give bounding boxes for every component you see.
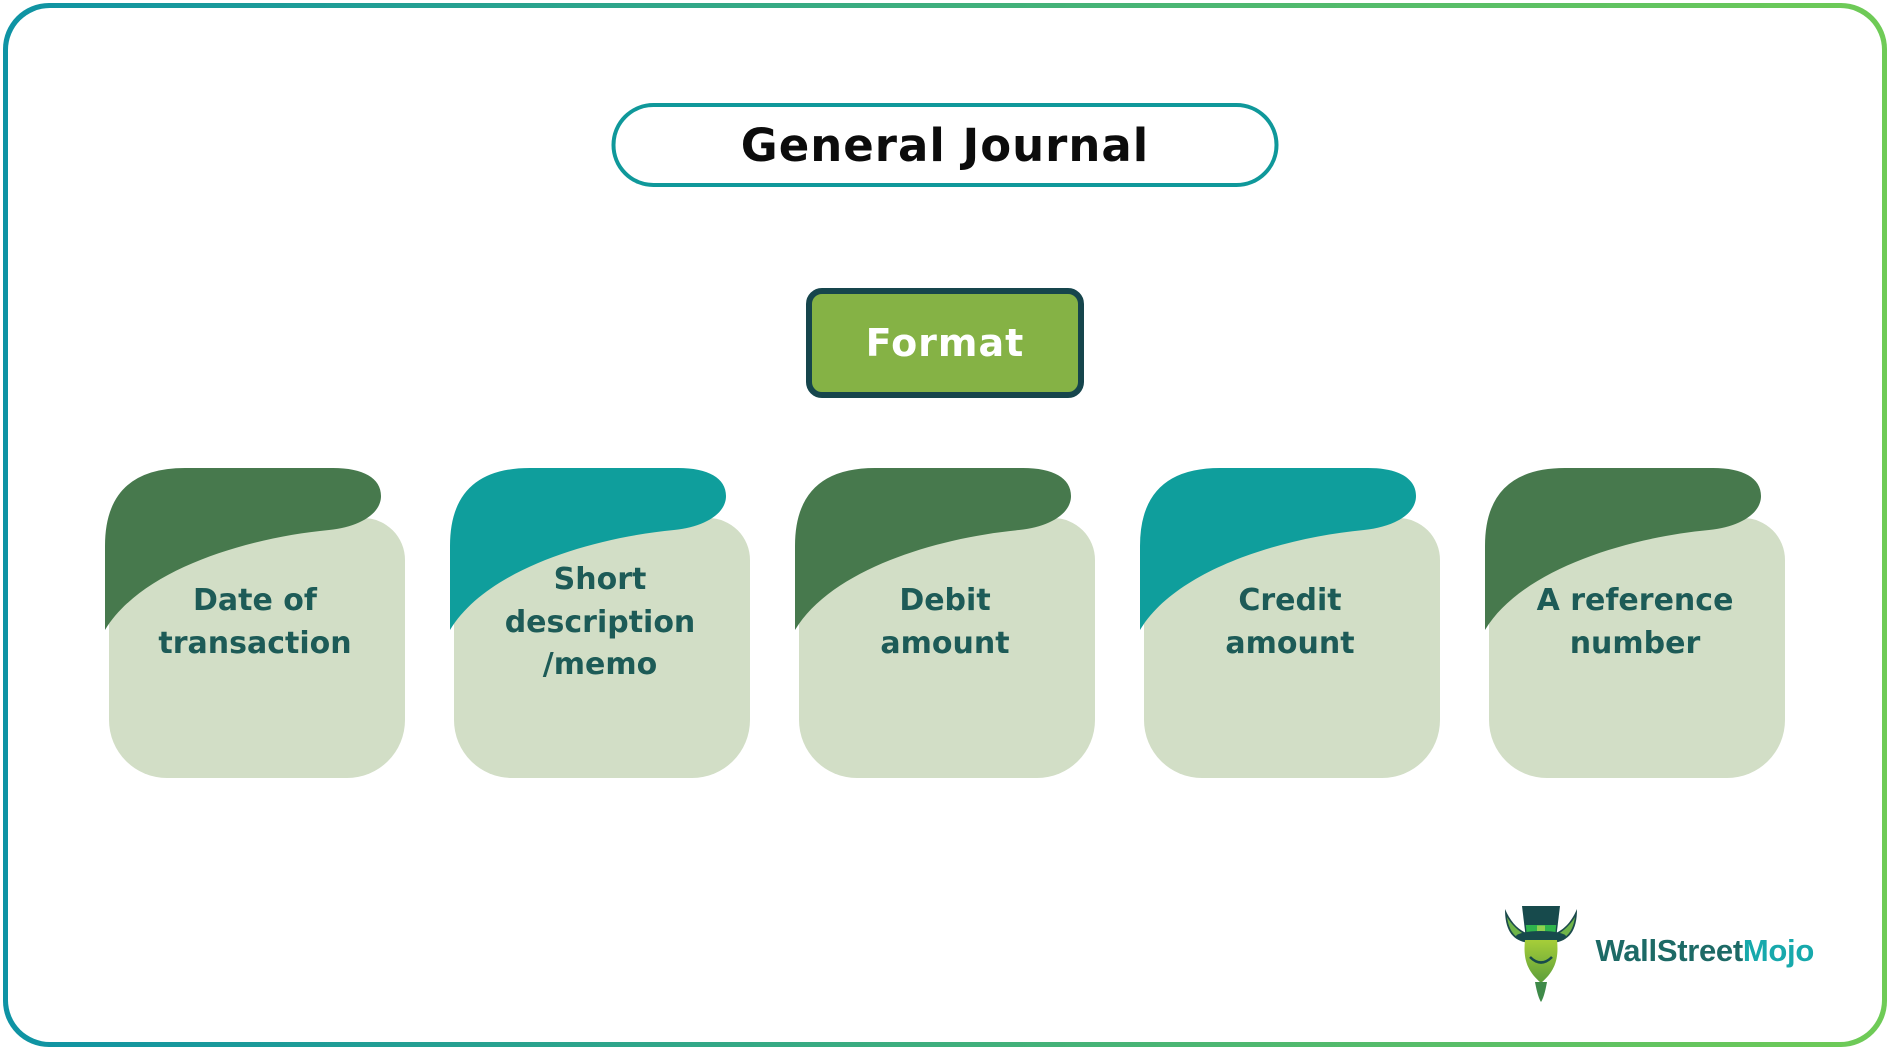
wordmark-mojo: Mojo [1742, 933, 1814, 968]
card-label: Credit amount [1225, 583, 1355, 661]
card-a-reference-number: A reference number [1485, 468, 1785, 778]
title-pill: General Journal [611, 103, 1279, 187]
card-label: Date of transaction [158, 583, 352, 661]
wallstreetmojo-logo: WallStreetMojo [1499, 896, 1814, 1006]
wordmark-wallstreet: WallStreet [1595, 933, 1743, 968]
leaf-accent-shape [1485, 468, 1761, 630]
leaf-accent-shape [450, 468, 726, 630]
leprechaun-mascot-icon [1505, 906, 1578, 1002]
journal-fields-row: Date of transaction Short description /m… [105, 468, 1785, 778]
leaf-accent-shape [105, 468, 381, 630]
card-date-of-transaction: Date of transaction [105, 468, 405, 778]
card-label: Debit amount [880, 583, 1010, 661]
wordmark: WallStreetMojo [1595, 933, 1814, 969]
page-title: General Journal [740, 118, 1150, 172]
card-label: A reference number [1536, 583, 1734, 661]
card-short-description-memo: Short description /memo [450, 468, 750, 778]
leaf-accent-shape [1140, 468, 1416, 630]
format-box-label: Format [865, 321, 1025, 365]
card-label: Short description /memo [504, 562, 696, 683]
card-credit-amount: Credit amount [1140, 468, 1440, 778]
leaf-accent-shape [795, 468, 1071, 630]
format-box: Format [806, 288, 1084, 398]
card-debit-amount: Debit amount [795, 468, 1095, 778]
